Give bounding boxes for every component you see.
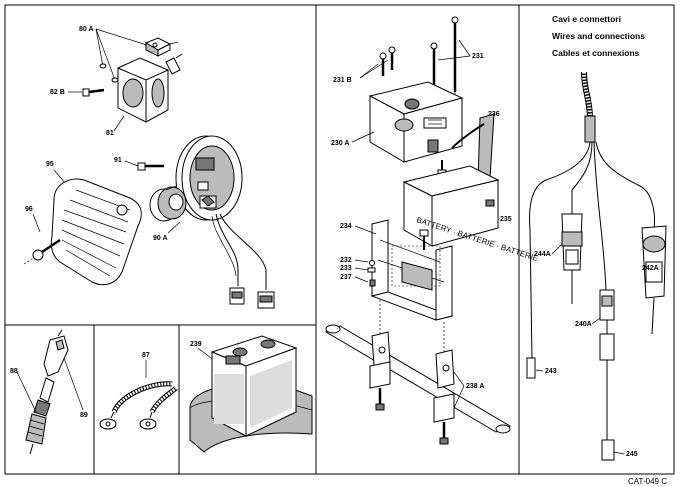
- screw-91: [137, 162, 164, 171]
- connector-244a: [561, 213, 583, 304]
- label-239: 239: [190, 341, 202, 348]
- label-89: 89: [80, 412, 88, 419]
- diagram-code: CAT-049 C: [628, 477, 667, 486]
- switch-box-239: [189, 335, 313, 453]
- label-95: 95: [46, 161, 54, 168]
- clamp-left: [369, 331, 391, 411]
- ground-cable: [99, 381, 178, 430]
- cap-part: [144, 37, 179, 57]
- connector-left: [229, 287, 245, 305]
- engine-cover: [50, 178, 142, 286]
- label-245: 245: [626, 451, 638, 458]
- handlebar-tube: [324, 324, 512, 434]
- spark-plug: [25, 377, 55, 455]
- ignition-coil: [117, 53, 183, 123]
- panel-frames: [4, 4, 675, 475]
- wiring-harness: 244A 242A 240A: [526, 71, 667, 461]
- label-235: 235: [500, 216, 512, 223]
- label-243: 243: [545, 368, 557, 375]
- title-it: Cavi e connettori: [552, 14, 621, 24]
- label-238a: 238 A: [466, 383, 484, 390]
- label-90a: 90 A: [153, 235, 168, 242]
- panel-ignition: 80 A 82 B 81: [23, 26, 275, 309]
- label-234: 234: [340, 223, 352, 230]
- label-81: 81: [106, 130, 114, 137]
- label-244a: 244A: [534, 251, 551, 258]
- panel-ground-cable: 87: [99, 352, 178, 430]
- label-91: 91: [114, 157, 122, 164]
- screw-82b: [82, 88, 105, 97]
- connector-242a: [641, 225, 667, 335]
- panel-wiring: Cavi e connettori Wires and connections …: [526, 14, 667, 461]
- title-fr: Cables et connexions: [552, 48, 640, 58]
- label-231b: 231 B: [333, 77, 352, 84]
- label-96: 96: [25, 206, 33, 213]
- rotor-part: [149, 185, 187, 222]
- label-231: 231: [472, 53, 484, 60]
- clamp-right: [433, 349, 455, 445]
- label-232: 232: [340, 257, 352, 264]
- battery-frame-234: [370, 219, 454, 321]
- title-en: Wires and connections: [552, 31, 645, 41]
- connector-right: [257, 291, 275, 309]
- label-242a: 242A: [642, 265, 659, 272]
- label-82b: 82 B: [50, 89, 65, 96]
- label-87: 87: [142, 352, 150, 359]
- label-230a: 230 A: [331, 140, 349, 147]
- panel-battery-box: 231 231 B 230 A: [324, 16, 539, 445]
- panel-switch-box: 239: [189, 335, 313, 453]
- screws-231b: [379, 46, 396, 76]
- stator-flywheel: [175, 135, 243, 221]
- connector-240a: [599, 289, 615, 440]
- label-236: 236: [488, 111, 500, 118]
- screw-96: [23, 238, 61, 265]
- terminal-243: [526, 357, 536, 379]
- label-240a: 240A: [575, 321, 592, 328]
- label-88: 88: [10, 368, 18, 375]
- spark-plug-cap: [43, 329, 69, 377]
- panel-spark-plug: 88 89: [10, 329, 88, 455]
- label-237: 237: [340, 274, 352, 281]
- label-80a: 80 A: [79, 26, 94, 33]
- label-233: 233: [340, 265, 352, 272]
- terminal-245: [601, 439, 615, 461]
